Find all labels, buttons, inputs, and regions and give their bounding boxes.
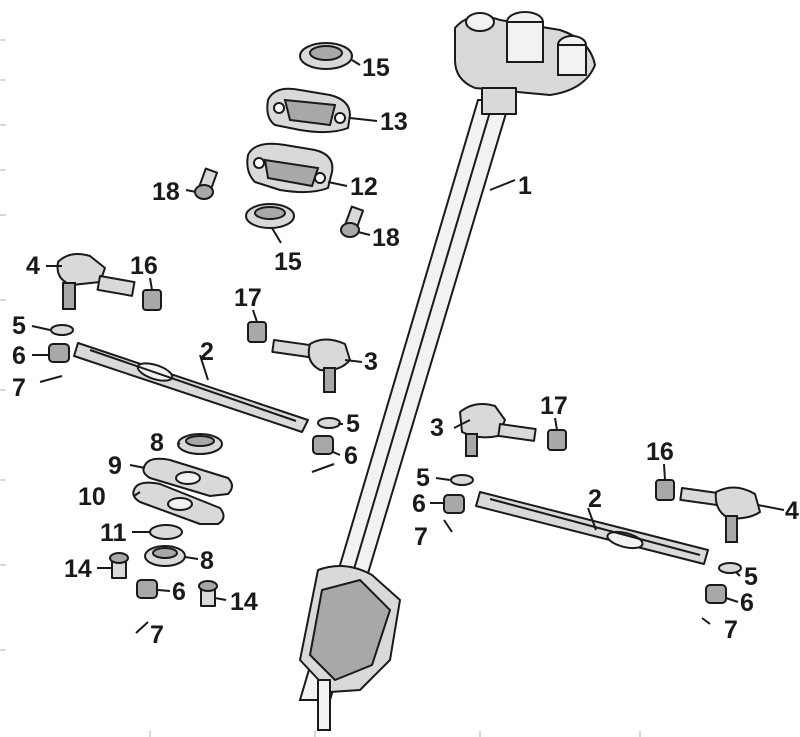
callout-6: 6 [172, 578, 186, 606]
pin-part-7-b [311, 463, 335, 473]
nut-part-6-c [136, 579, 158, 599]
callout-labels: 1 2 2 3 3 4 4 5 5 5 5 6 6 6 6 6 7 7 7 7 … [12, 54, 799, 649]
callout-6: 6 [12, 342, 26, 370]
callout-18: 18 [372, 224, 400, 252]
callout-7: 7 [724, 616, 738, 644]
tie-rod-part-2-left [73, 342, 309, 433]
bolt-part-18-right [340, 205, 365, 238]
seal-part-8-b [144, 545, 186, 567]
arm-part-10 [132, 481, 225, 525]
callout-17: 17 [540, 392, 568, 420]
pin-part-7-e [701, 617, 711, 625]
leader-lines [31, 59, 785, 603]
nut-part-6-d [443, 494, 465, 514]
callout-15: 15 [274, 248, 302, 276]
callout-5: 5 [416, 464, 430, 492]
seal-part-15-lower [245, 203, 295, 229]
pin-part-7-a [39, 375, 63, 383]
callout-7: 7 [150, 621, 164, 649]
nut-part-17-a [247, 321, 267, 343]
steering-column-part-1 [298, 11, 596, 731]
washer-part-5-a [50, 324, 74, 336]
ring-part-11 [149, 524, 183, 540]
callout-15: 15 [362, 54, 390, 82]
clamp-part-12 [246, 142, 334, 194]
bolt-part-18-left [194, 167, 219, 200]
callout-11: 11 [100, 519, 127, 547]
seal-part-15-upper [299, 42, 353, 70]
callout-5: 5 [744, 563, 758, 591]
plate-part-9 [142, 457, 233, 497]
callout-8: 8 [150, 429, 164, 457]
callout-16: 16 [646, 438, 674, 466]
callout-7: 7 [12, 374, 26, 402]
tie-rod-end-part-4-right [679, 486, 761, 543]
callout-1: 1 [518, 172, 532, 200]
callout-7: 7 [414, 523, 428, 551]
nut-part-6-b [312, 435, 334, 455]
pin-part-7-c [135, 621, 149, 634]
callout-14: 14 [64, 555, 92, 583]
callout-8: 8 [200, 547, 214, 575]
nut-part-16-right [655, 479, 675, 501]
callout-2: 2 [200, 338, 214, 366]
bolt-part-14-right [198, 580, 218, 607]
washer-part-5-c [450, 474, 474, 486]
tie-rod-end-part-3-a [271, 338, 351, 393]
callout-12: 12 [350, 173, 378, 201]
callout-6: 6 [344, 442, 358, 470]
callout-18: 18 [152, 178, 180, 206]
callout-5: 5 [12, 312, 26, 340]
clamp-part-13 [266, 87, 351, 134]
callout-13: 13 [380, 108, 408, 136]
callout-2: 2 [588, 485, 602, 513]
callout-16: 16 [130, 252, 158, 280]
seal-part-8-a [177, 433, 223, 455]
tie-rod-end-part-3-b [459, 403, 537, 457]
pin-part-7-d [443, 519, 453, 533]
nut-part-16-left [142, 289, 162, 311]
nut-part-6-e [705, 584, 727, 604]
callout-6: 6 [412, 490, 426, 518]
callout-5: 5 [346, 410, 360, 438]
bolt-part-14-left [109, 552, 129, 579]
callout-9: 9 [108, 452, 122, 480]
callout-3: 3 [430, 414, 444, 442]
nut-part-6-a [48, 343, 70, 363]
washer-part-5-b [317, 417, 341, 429]
callout-3: 3 [364, 348, 378, 376]
nut-part-17-b [547, 429, 567, 451]
callout-10: 10 [78, 483, 106, 511]
callout-4: 4 [785, 497, 799, 525]
edge-ticks [0, 39, 641, 737]
callout-14: 14 [230, 588, 258, 616]
callout-4: 4 [26, 252, 40, 280]
tie-rod-end-part-4-left [56, 253, 136, 310]
callout-17: 17 [234, 284, 262, 312]
callout-6: 6 [740, 589, 754, 617]
washer-part-5-d [718, 562, 742, 574]
